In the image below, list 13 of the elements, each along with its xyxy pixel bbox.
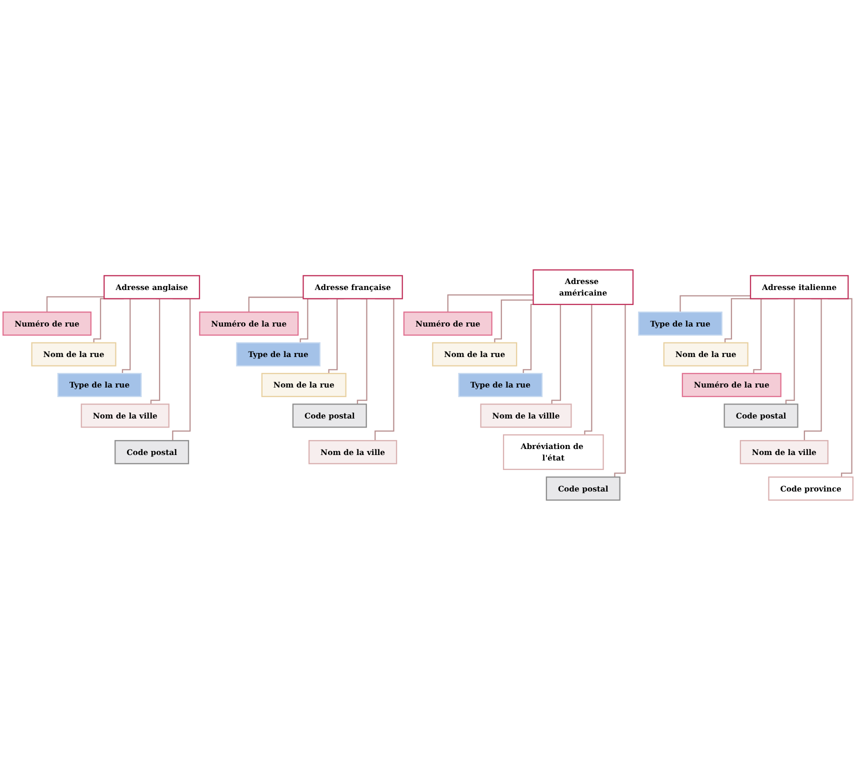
connector — [494, 299, 534, 343]
connector — [172, 298, 191, 441]
connector — [680, 295, 751, 312]
connector — [804, 298, 822, 441]
connector — [150, 298, 160, 404]
connector — [447, 294, 534, 312]
connector — [248, 296, 304, 312]
connector — [584, 304, 592, 435]
connector — [356, 298, 368, 404]
connector — [614, 304, 626, 478]
connector — [374, 298, 394, 441]
connector — [785, 298, 797, 404]
connector — [46, 296, 104, 312]
